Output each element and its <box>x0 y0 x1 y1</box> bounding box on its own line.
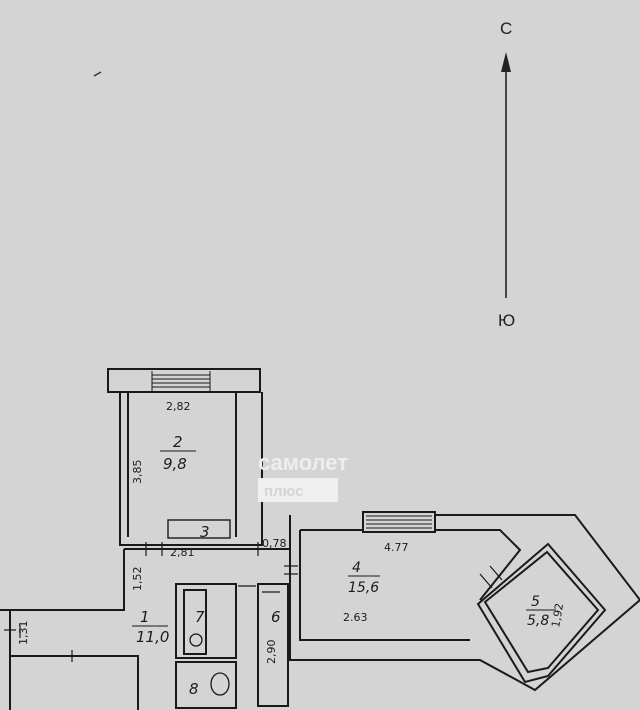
dim-room5-side: 1,92 <box>549 602 566 628</box>
dim-left-side: 1,31 <box>17 621 30 646</box>
dim-door-gap: 0,78 <box>262 537 287 550</box>
room-5-area: 5,8 <box>527 613 549 629</box>
dim-hall-side: 1,52 <box>131 567 144 592</box>
room-2-area: 9,8 <box>163 455 187 473</box>
stray-mark <box>93 71 102 77</box>
compass-north-label: С <box>500 19 512 38</box>
room-4-number: 4 <box>352 560 361 576</box>
watermark-sub: плюс <box>264 483 304 500</box>
sink-fixture <box>189 633 203 647</box>
toilet-fixture <box>210 672 230 696</box>
dim-room2-width: 2,82 <box>166 400 191 413</box>
room-1-area: 11,0 <box>136 628 169 646</box>
dim-room6-length: 2,90 <box>265 640 278 665</box>
watermark-badge <box>258 478 338 502</box>
room-4-area: 15,6 <box>348 580 379 596</box>
compass-south-label: Ю <box>498 311 515 330</box>
window-hatching <box>151 371 432 529</box>
dim-corridor-width: 2,81 <box>170 546 195 559</box>
room-7-number: 7 <box>195 608 205 626</box>
compass-arrow <box>501 52 511 298</box>
walls <box>0 368 640 710</box>
dimension-ticks <box>4 542 503 662</box>
watermark-brand: самолет <box>258 450 348 475</box>
room-6-number: 6 <box>271 608 281 626</box>
dim-room4-width: 4.77 <box>384 541 409 554</box>
room-8-number: 8 <box>189 680 199 698</box>
dim-room2-length: 3,85 <box>131 460 144 485</box>
room-2-number: 2 <box>173 433 183 451</box>
room-5-number: 5 <box>531 594 540 610</box>
dim-room4-depth: 2.63 <box>343 611 368 624</box>
closet-3-outline <box>167 519 231 539</box>
room-1-number: 1 <box>140 608 150 626</box>
room-3-number: 3 <box>200 523 210 541</box>
